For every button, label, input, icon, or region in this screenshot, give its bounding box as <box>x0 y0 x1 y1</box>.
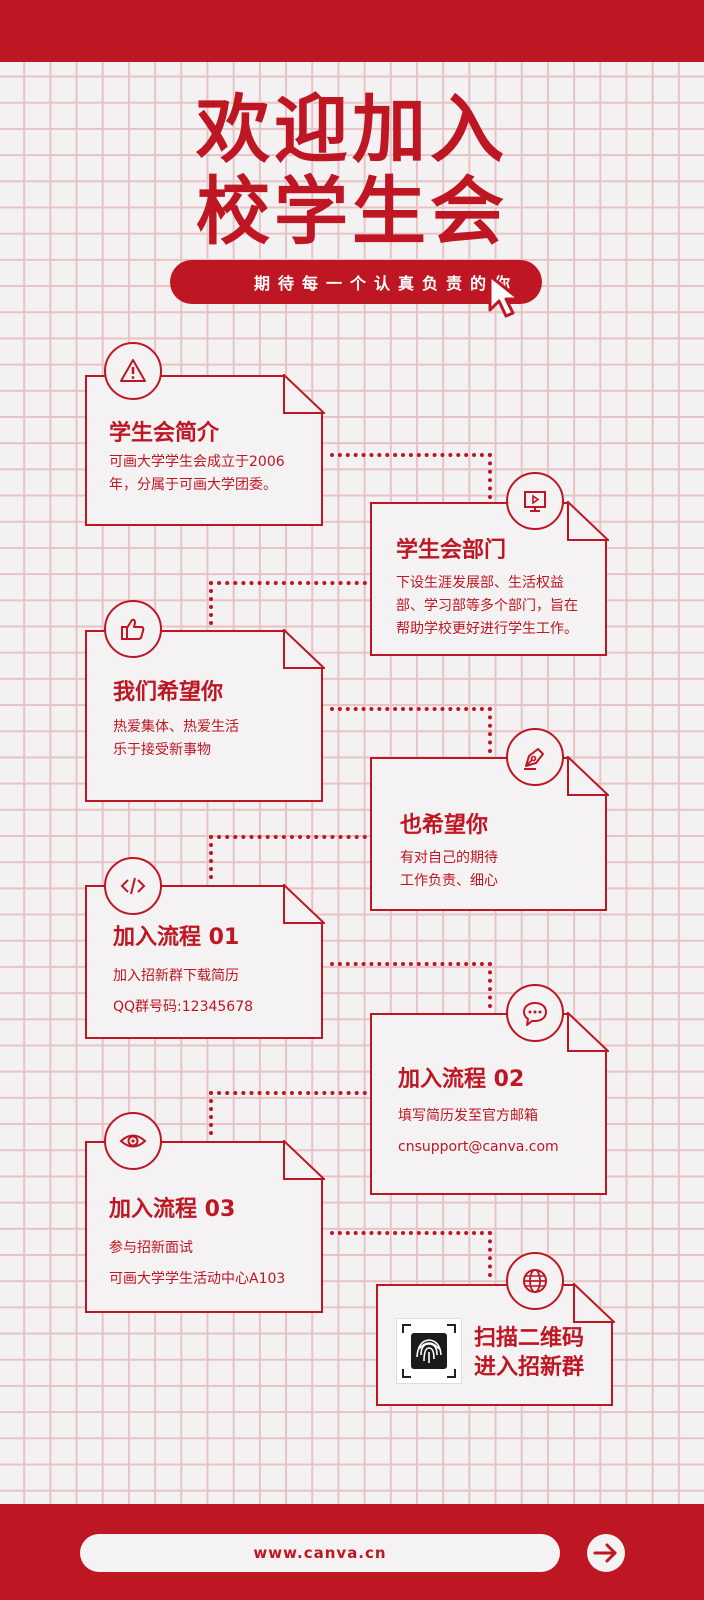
card-step-03: 加入流程 03 参与招新面试 可画大学学生活动中心A103 <box>85 1140 331 1321</box>
qr-line2: 进入招新群 <box>474 1355 585 1380</box>
card-line: 热爱集体、热爱生活 <box>113 719 239 735</box>
globe-icon <box>506 1252 564 1310</box>
subtitle-pill: 期待每一个认真负责的你 <box>170 260 542 304</box>
page-fold <box>283 1140 325 1180</box>
warning-icon <box>104 342 162 400</box>
chat-icon <box>506 984 564 1042</box>
page-fold <box>573 1283 615 1323</box>
card-line: QQ群号码:12345678 <box>113 999 254 1015</box>
page-title-line1: 欢迎加入 <box>196 87 508 173</box>
eye-icon <box>104 1112 162 1170</box>
presentation-icon <box>506 472 564 530</box>
card-line: 部、学习部等多个部门，旨在 <box>396 598 578 614</box>
page-fold <box>283 884 325 924</box>
footer-bar: www.canva.cn <box>0 1504 704 1600</box>
page-fold <box>283 629 325 669</box>
card-line: 下设生涯发展部、生活权益 <box>396 575 564 591</box>
qr-line1: 扫描二维码 <box>474 1326 585 1351</box>
card-line: 帮助学校更好进行学生工作。 <box>396 621 578 637</box>
card-heading: 我们希望你 <box>113 680 224 705</box>
connector-2 <box>209 581 367 625</box>
connector-6 <box>209 1091 367 1135</box>
card-line: 有对自己的期待 <box>400 850 498 866</box>
card-heading: 学生会简介 <box>109 421 220 446</box>
card-line: 填写简历发至官方邮箱 <box>398 1108 538 1124</box>
card-we-hope: 我们希望你 热爱集体、热爱生活 乐于接受新事物 <box>85 629 331 810</box>
pointer-cursor-icon <box>488 274 521 318</box>
card-departments: 学生会部门 下设生涯发展部、生活权益 部、学习部等多个部门，旨在 帮助学校更好进… <box>370 501 615 664</box>
card-heading: 也希望你 <box>400 813 489 838</box>
pen-nib-icon <box>506 728 564 786</box>
qr-code <box>396 1318 462 1384</box>
card-also-hope: 也希望你 有对自己的期待 工作负责、细心 <box>370 756 615 919</box>
page-fold <box>567 756 609 796</box>
page-fold <box>567 501 609 541</box>
connector-1 <box>330 453 492 499</box>
card-intro: 学生会简介 可画大学学生会成立于2006 年，分属于可画大学团委。 <box>85 374 331 534</box>
website-url: www.canva.cn <box>253 1544 387 1562</box>
connector-4 <box>209 835 367 879</box>
card-line: 可画大学学生会成立于2006 <box>109 454 285 470</box>
connector-3 <box>330 707 492 753</box>
card-line: 年，分属于可画大学团委。 <box>109 477 277 493</box>
arrow-right-icon <box>593 1543 617 1563</box>
website-link[interactable]: www.canva.cn <box>80 1534 560 1572</box>
card-line: 参与招新面试 <box>109 1240 193 1256</box>
card-qr: 扫描二维码 进入招新群 <box>376 1283 621 1414</box>
thumbs-up-icon <box>104 600 162 658</box>
card-heading: 加入流程 03 <box>109 1197 236 1222</box>
card-heading: 加入流程 02 <box>398 1067 525 1092</box>
next-button[interactable] <box>587 1534 625 1572</box>
card-step-02: 加入流程 02 填写简历发至官方邮箱 cnsupport@canva.com <box>370 1012 615 1203</box>
page-fold <box>567 1012 609 1052</box>
card-line: 加入招新群下载简历 <box>113 968 239 984</box>
fingerprint-icon <box>397 1319 461 1383</box>
card-line: 可画大学学生活动中心A103 <box>109 1271 286 1287</box>
card-line: 工作负责、细心 <box>400 873 498 889</box>
subtitle-text: 期待每一个认真负责的你 <box>253 274 518 293</box>
card-heading: 学生会部门 <box>396 538 507 563</box>
top-banner <box>0 0 704 62</box>
page-title-line2: 校学生会 <box>196 169 508 255</box>
code-icon <box>104 857 162 915</box>
connector-7 <box>330 1231 492 1277</box>
connector-5 <box>330 962 492 1008</box>
card-line: 乐于接受新事物 <box>113 742 211 758</box>
page-fold <box>283 374 325 414</box>
card-line: cnsupport@canva.com <box>398 1139 559 1155</box>
card-heading: 加入流程 01 <box>113 925 240 950</box>
